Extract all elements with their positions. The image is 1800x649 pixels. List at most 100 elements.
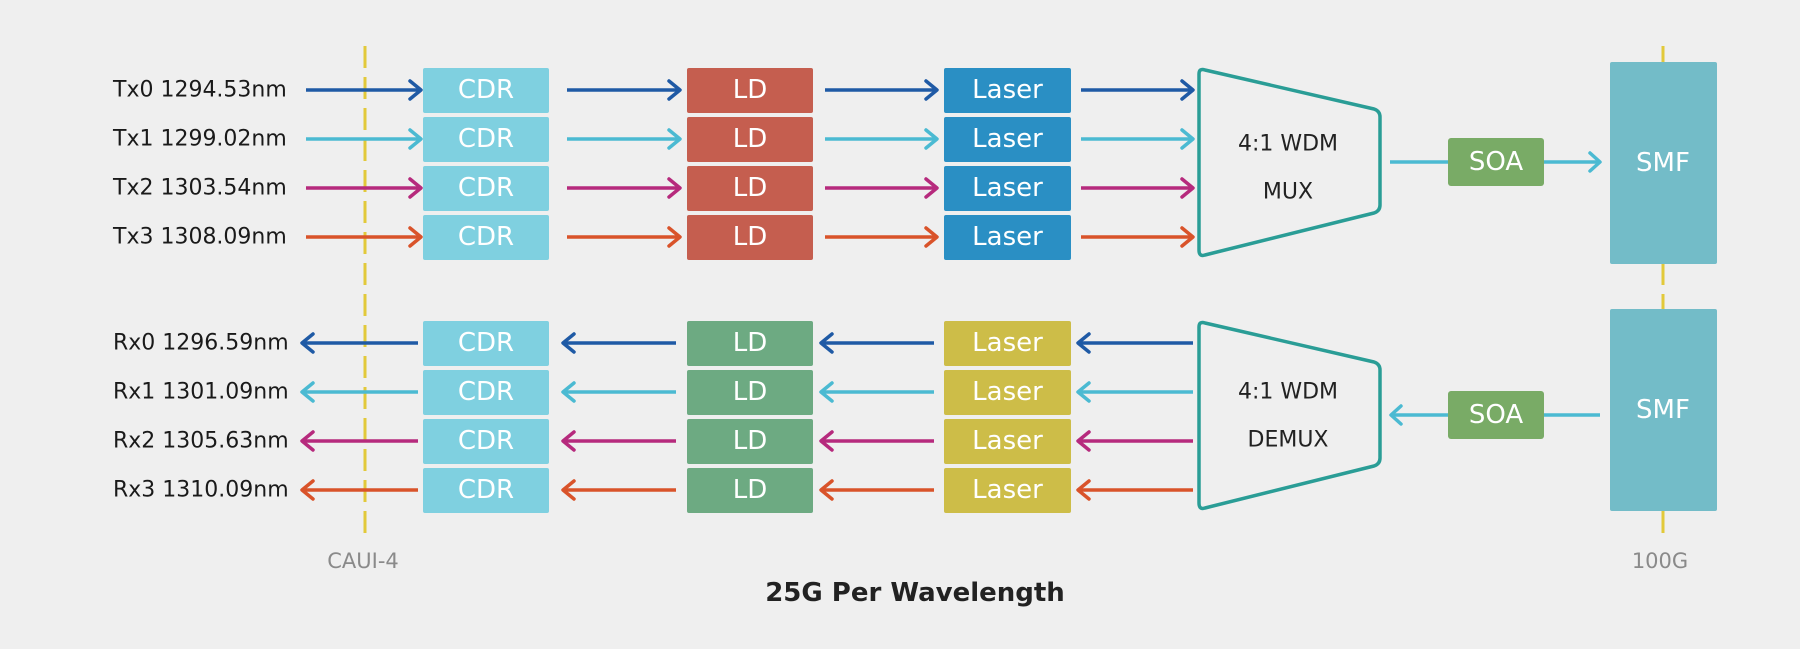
tx-laser-label: Laser — [972, 75, 1043, 105]
tx-smf-block: SMF — [1610, 62, 1717, 264]
tx-lane-2-arrow-0-head — [408, 177, 423, 199]
rx-lane-3-arrow-3-head — [1076, 479, 1091, 501]
tx-lane-2-arrow-1-head — [667, 177, 682, 199]
rx-soa-block — [1448, 391, 1544, 439]
tx-ld-block — [687, 215, 813, 260]
tx-laser-block — [944, 215, 1071, 260]
tx-cdr-label: CDR — [458, 124, 514, 154]
rx-lane-0-arrow-0-head — [300, 332, 315, 354]
rx-cdr-block — [423, 370, 549, 415]
tx-lane-1-arrow-3-head — [1180, 128, 1195, 150]
rx-channel-label: Rx1 1301.09nm — [113, 380, 289, 405]
tx-cdr-label: CDR — [458, 173, 514, 203]
rx-ld-block — [687, 419, 813, 464]
rx-smf-block: SMF — [1610, 309, 1717, 511]
rx-ld-block — [687, 468, 813, 513]
tx-lane-2-arrow-2-head — [924, 177, 939, 199]
tx-channel-label: Tx2 1303.54nm — [112, 176, 287, 201]
tx-ld-block — [687, 68, 813, 113]
rx-channel-label: Rx2 1305.63nm — [113, 429, 289, 454]
diagram-caption: 25G Per Wavelength — [765, 578, 1065, 608]
rx-lane-3-arrow-0-head — [300, 479, 315, 501]
tx-lane-3-arrow-3-head — [1180, 226, 1195, 248]
tx-cdr-label: CDR — [458, 75, 514, 105]
rx-laser-block — [944, 370, 1071, 415]
rx-lane-1-arrow-2-head — [819, 381, 834, 403]
rx-ld-label: LD — [733, 377, 768, 407]
tx-soa-label: SOA — [1469, 147, 1524, 177]
rx-lane-1-arrow-0-head — [300, 381, 315, 403]
tx-ld-label: LD — [733, 124, 768, 154]
tx-cdr-block — [423, 166, 549, 211]
rx-lane-2-arrow-3-head — [1076, 430, 1091, 452]
tx-lane-0-arrow-3-head — [1180, 79, 1195, 101]
tx-laser-label: Laser — [972, 222, 1043, 252]
demux-label-line2: DEMUX — [1248, 428, 1329, 453]
tx-cdr-block — [423, 117, 549, 162]
tx-ld-block — [687, 166, 813, 211]
tx-channel-label: Tx1 1299.02nm — [112, 127, 287, 152]
rx-soa-label: SOA — [1469, 400, 1524, 430]
tx-lane-1: Tx1 1299.02nm CDR LD Laser — [112, 117, 1195, 162]
rx-cdr-label: CDR — [458, 328, 514, 358]
rx-cdr-block — [423, 468, 549, 513]
rx-channel-label: Rx0 1296.59nm — [113, 331, 289, 356]
tx-laser-label: Laser — [972, 124, 1043, 154]
tx-ld-label: LD — [733, 75, 768, 105]
wdm-mux: 4:1 WDM MUX — [1197, 67, 1382, 258]
tx-soa-block — [1448, 138, 1544, 186]
rx-laser-label: Laser — [972, 426, 1043, 456]
rx-cdr-label: CDR — [458, 377, 514, 407]
rx-lane-1-arrow-1-head — [561, 381, 576, 403]
rx-channel-label: Rx3 1310.09nm — [113, 478, 289, 503]
tx-cdr-block — [423, 215, 549, 260]
demux-label-line1: 4:1 WDM — [1238, 380, 1338, 405]
tx-lane-3-arrow-2-head — [924, 226, 939, 248]
rx-laser-block — [944, 321, 1071, 366]
tx-ld-label: LD — [733, 173, 768, 203]
tx-cdr-label: CDR — [458, 222, 514, 252]
tx-ld-block — [687, 117, 813, 162]
tx-lane-3-arrow-1-head — [667, 226, 682, 248]
tx-cdr-block — [423, 68, 549, 113]
tx-lane-2-arrow-3-head — [1180, 177, 1195, 199]
rx-lane-0: Rx0 1296.59nm CDR LD Laser — [113, 321, 1193, 366]
tx-laser-block — [944, 166, 1071, 211]
rx-lane-0-arrow-3-head — [1076, 332, 1091, 354]
tx-laser-label: Laser — [972, 173, 1043, 203]
mux-label-line2: MUX — [1263, 180, 1313, 205]
rx-ld-label: LD — [733, 426, 768, 456]
caui4-label: CAUI-4 — [327, 549, 399, 573]
rx-laser-label: Laser — [972, 328, 1043, 358]
tx-lane-0: Tx0 1294.53nm CDR LD Laser — [112, 68, 1195, 113]
tx-soa-arrowhead — [1588, 151, 1602, 173]
rx-lane-2-arrow-2-head — [819, 430, 834, 452]
mux-label-line1: 4:1 WDM — [1238, 132, 1338, 157]
rx-lane-0-arrow-1-head — [561, 332, 576, 354]
rx-lane-2-arrow-1-head — [561, 430, 576, 452]
tx-ld-label: LD — [733, 222, 768, 252]
wdm-demux: 4:1 WDM DEMUX — [1197, 320, 1382, 511]
tx-lane-0-arrow-2-head — [924, 79, 939, 101]
rx-ld-block — [687, 321, 813, 366]
rx-smf-label: SMF — [1636, 395, 1690, 425]
tx-smf-label: SMF — [1636, 148, 1690, 178]
rx-lane-3-arrow-1-head — [561, 479, 576, 501]
rx-lane-3-arrow-2-head — [819, 479, 834, 501]
tx-lane-0-arrow-1-head — [667, 79, 682, 101]
tx-laser-block — [944, 117, 1071, 162]
tx-channel-label: Tx0 1294.53nm — [112, 78, 287, 103]
tx-lane-1-arrow-0-head — [408, 128, 423, 150]
rx-ld-label: LD — [733, 328, 768, 358]
rx-lane-0-arrow-2-head — [819, 332, 834, 354]
tx-laser-block — [944, 68, 1071, 113]
rx-cdr-label: CDR — [458, 475, 514, 505]
rx-laser-label: Laser — [972, 475, 1043, 505]
rx-soa-arrowhead — [1389, 404, 1403, 426]
tx-lane-1-arrow-1-head — [667, 128, 682, 150]
tx-lane-3-arrow-0-head — [408, 226, 423, 248]
